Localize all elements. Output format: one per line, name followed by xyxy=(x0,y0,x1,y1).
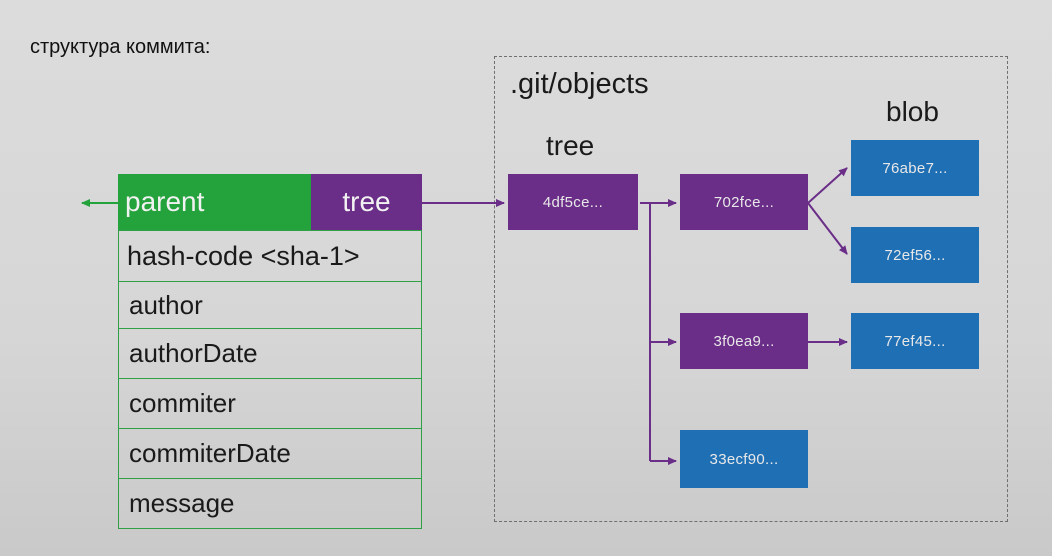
tree-node-702fce: 702fce... xyxy=(680,174,808,230)
tree-cell: tree xyxy=(311,174,422,230)
slide-title: структура коммита: xyxy=(30,36,211,58)
message-field: message xyxy=(118,479,422,529)
author-field: author xyxy=(118,282,422,329)
tree-column-label: tree xyxy=(546,130,595,161)
hash-code-field: hash-code <sha-1> xyxy=(118,230,422,282)
blob-node-72ef56: 72ef56... xyxy=(851,227,979,283)
blob-node-77ef45: 77ef45... xyxy=(851,313,979,369)
commit-header: parent tree xyxy=(118,174,422,230)
author-date-field: authorDate xyxy=(118,329,422,379)
git-objects-frame xyxy=(494,56,1008,522)
tree-node-3f0ea9: 3f0ea9... xyxy=(680,313,808,369)
commiter-field: commiter xyxy=(118,379,422,429)
commit-structure: parent tree hash-code <sha-1> author aut… xyxy=(118,174,422,529)
blob-column-label: blob xyxy=(886,96,939,127)
commiter-date-field: commiterDate xyxy=(118,429,422,479)
blob-node-76abe7: 76abe7... xyxy=(851,140,979,196)
parent-cell: parent xyxy=(118,174,311,230)
tree-node-4df5ce: 4df5ce... xyxy=(508,174,638,230)
702fce-to-76abe7-arrow xyxy=(807,167,848,204)
blob-node-33ecf90: 33ecf90... xyxy=(680,430,808,488)
702fce-to-72ef56-arrow xyxy=(807,202,848,255)
git-objects-label: .git/objects xyxy=(510,68,649,100)
